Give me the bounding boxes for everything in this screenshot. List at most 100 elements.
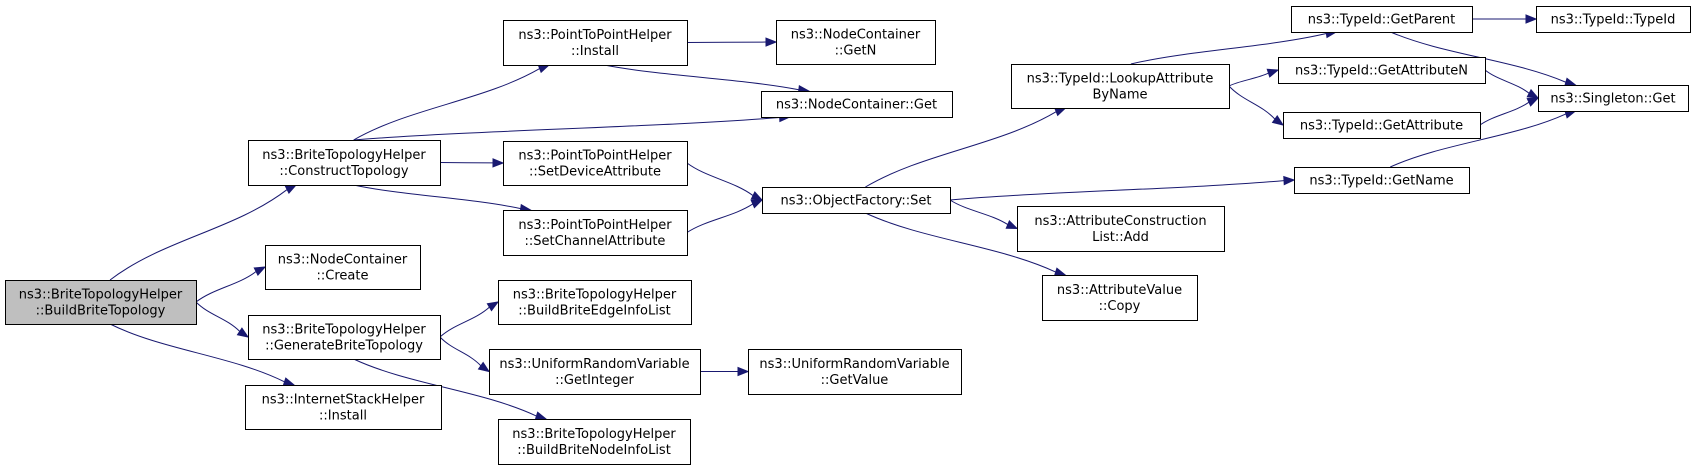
- node-box: [245, 385, 442, 430]
- arrowhead-icon: [1526, 97, 1540, 107]
- node-label-line: ::GenerateBriteTopology: [265, 339, 423, 354]
- nodes-layer: ns3::BriteTopologyHelper::BuildBriteTopo…: [5, 6, 1691, 465]
- node-bbe[interactable]: ns3::BriteTopologyHelper::BuildBriteEdge…: [498, 280, 692, 325]
- node-box: [762, 187, 951, 214]
- edge-ofs-to-tign: [949, 175, 1296, 201]
- edge-root-to-ncc: [195, 266, 267, 303]
- node-root: ns3::BriteTopologyHelper::BuildBriteTopo…: [5, 280, 197, 325]
- edge-ofs-to-acl: [949, 199, 1019, 230]
- node-box: [265, 245, 421, 290]
- node-ncg[interactable]: ns3::NodeContainer::Get: [761, 91, 953, 118]
- node-label-line: ns3::BriteTopologyHelper: [512, 427, 676, 442]
- node-box: [1042, 275, 1198, 321]
- node-tiga[interactable]: ns3::TypeId::GetAttribute: [1283, 112, 1481, 139]
- edge-gbt-to-urvi: [439, 336, 491, 373]
- node-label-line: ::Install: [319, 409, 367, 424]
- node-ish[interactable]: ns3::InternetStackHelper::Install: [245, 385, 442, 430]
- edge-tila-to-tiga: [1228, 85, 1285, 126]
- node-ofs[interactable]: ns3::ObjectFactory::Set: [762, 187, 951, 214]
- edge-line: [686, 203, 754, 233]
- node-label-line: ::BuildBriteTopology: [36, 304, 166, 319]
- arrowhead-icon: [750, 199, 764, 209]
- node-label-line: ns3::PointToPointHelper: [518, 149, 672, 164]
- node-box: [1283, 112, 1481, 139]
- node-label-line: ns3::ObjectFactory::Set: [780, 194, 931, 209]
- node-ncgn[interactable]: ns3::NodeContainer::GetN: [776, 20, 936, 65]
- node-label-line: ns3::UniformRandomVariable: [759, 357, 949, 372]
- node-box: [503, 20, 688, 66]
- edge-line: [1484, 69, 1530, 94]
- node-box: [1017, 206, 1225, 252]
- node-label-line: ::Create: [317, 269, 369, 284]
- node-label-line: ns3::InternetStackHelper: [262, 393, 425, 408]
- edge-line: [195, 271, 257, 303]
- edge-line: [686, 162, 754, 196]
- edge-line: [865, 111, 1057, 188]
- node-label-line: ns3::NodeContainer: [278, 253, 408, 268]
- edge-p2pi-to-ncgn: [686, 37, 778, 47]
- node-p2pi[interactable]: ns3::PointToPointHelper::Install: [503, 20, 688, 66]
- arrowhead-icon: [534, 411, 548, 421]
- arrowhead-icon: [1283, 175, 1296, 186]
- arrowhead-icon: [1053, 107, 1067, 117]
- node-titi[interactable]: ns3::TypeId::TypeId: [1536, 6, 1691, 33]
- node-ct[interactable]: ns3::BriteTopologyHelper::ConstructTopol…: [248, 140, 441, 186]
- edge-tiga-to-sg: [1479, 97, 1540, 126]
- node-label-line: ns3::PointToPointHelper: [518, 28, 672, 43]
- node-avc[interactable]: ns3::AttributeValue::Copy: [1042, 275, 1198, 321]
- arrowhead-icon: [737, 366, 750, 377]
- node-label-line: ns3::NodeContainer::Get: [776, 98, 937, 113]
- edge-line: [949, 199, 1009, 226]
- arrowhead-icon: [1271, 115, 1285, 126]
- node-sg[interactable]: ns3::Singleton::Get: [1538, 85, 1689, 112]
- node-label-line: ::GetN: [835, 44, 877, 59]
- edge-tigan-to-sg: [1484, 69, 1540, 99]
- edge-line: [1130, 33, 1327, 65]
- node-box: [503, 141, 688, 186]
- node-label-line: ::BuildBriteEdgeInfoList: [518, 304, 670, 319]
- node-label-line: ns3::NodeContainer: [791, 28, 921, 43]
- node-tigp[interactable]: ns3::TypeId::GetParent: [1291, 6, 1473, 33]
- edge-ct-to-p2pi: [353, 64, 551, 141]
- arrowhead-icon: [492, 158, 505, 168]
- node-label-line: ::ConstructTopology: [279, 164, 408, 179]
- node-bbn[interactable]: ns3::BriteTopologyHelper::BuildBriteNode…: [498, 419, 691, 465]
- node-tign[interactable]: ns3::TypeId::GetName: [1294, 167, 1470, 194]
- edge-ct-to-p2pc: [353, 184, 532, 214]
- edge-p2pd-to-ofs: [686, 162, 764, 201]
- edge-urvi-to-urvv: [700, 366, 750, 377]
- node-label-line: ns3::UniformRandomVariable: [499, 357, 689, 372]
- node-box: [1294, 167, 1470, 194]
- node-box: [1278, 57, 1486, 84]
- node-ncc[interactable]: ns3::NodeContainer::Create: [265, 245, 421, 290]
- node-label-line: ::SetDeviceAttribute: [529, 165, 661, 180]
- node-label-line: ns3::TypeId::TypeId: [1551, 13, 1676, 28]
- node-box: [498, 419, 691, 465]
- edge-line: [439, 336, 482, 367]
- edge-line: [1228, 72, 1269, 87]
- arrowhead-icon: [1266, 68, 1280, 78]
- node-label-line: ns3::BriteTopologyHelper: [513, 288, 677, 303]
- edge-line: [109, 323, 285, 383]
- node-urvi[interactable]: ns3::UniformRandomVariable::GetInteger: [489, 349, 701, 395]
- node-p2pd[interactable]: ns3::PointToPointHelper::SetDeviceAttrib…: [503, 141, 688, 186]
- node-label-line: ns3::TypeId::GetAttributeN: [1295, 64, 1468, 79]
- node-gbt[interactable]: ns3::BriteTopologyHelper::GenerateBriteT…: [248, 315, 441, 360]
- arrowhead-icon: [236, 327, 250, 338]
- arrowhead-icon: [1525, 14, 1538, 24]
- node-p2pc[interactable]: ns3::PointToPointHelper::SetChannelAttri…: [503, 210, 688, 256]
- arrowhead-icon: [282, 377, 296, 387]
- node-box: [1291, 6, 1473, 33]
- node-tigan[interactable]: ns3::TypeId::GetAttributeN: [1278, 57, 1486, 84]
- node-label-line: ns3::BriteTopologyHelper: [19, 288, 183, 303]
- node-box: [1536, 6, 1691, 33]
- node-urvv[interactable]: ns3::UniformRandomVariable::GetValue: [748, 349, 962, 395]
- node-box: [248, 315, 441, 360]
- node-box: [503, 210, 688, 256]
- node-label-line: ByName: [1093, 88, 1148, 103]
- node-label-line: ns3::TypeId::GetName: [1309, 174, 1453, 189]
- edge-line: [109, 189, 288, 281]
- edge-line: [353, 184, 521, 210]
